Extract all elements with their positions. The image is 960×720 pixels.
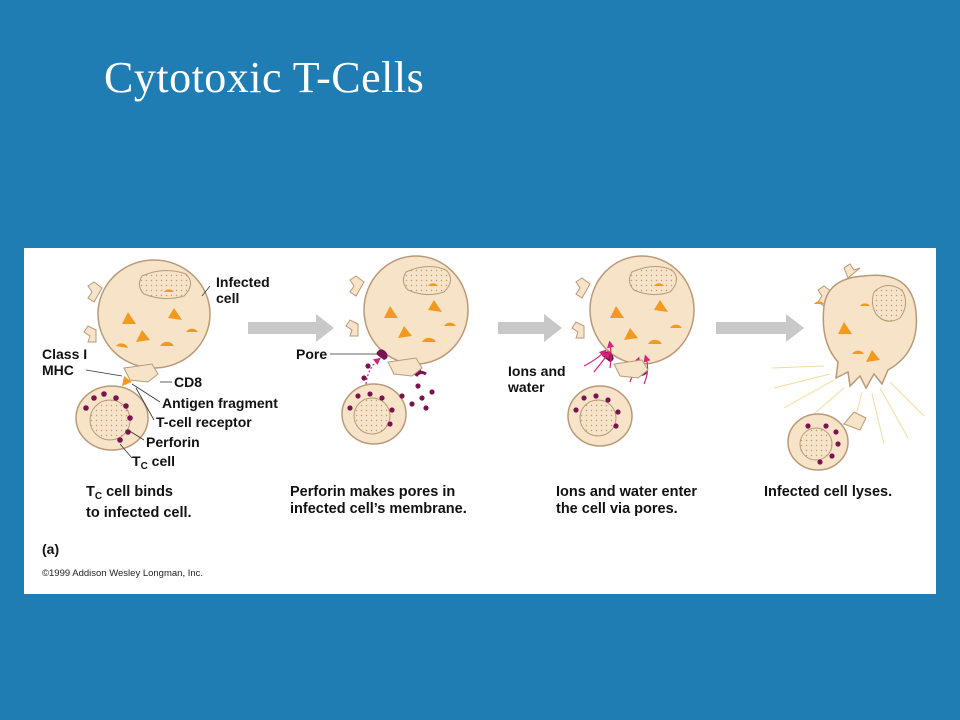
copyright-credit: ©1999 Addison Wesley Longman, Inc. [42, 568, 204, 579]
tc-cell-3 [567, 359, 649, 447]
label-antigen-fragment: Antigen fragment [162, 395, 278, 411]
caption-step-4: Infected cell lyses. [764, 484, 893, 500]
label-infected-cell: Infected cell [216, 274, 270, 306]
slide-title: Cytotoxic T-Cells [104, 53, 425, 102]
step-arrow-1 [248, 314, 334, 342]
label-ions-and-water: Ions and water [508, 363, 566, 395]
label-pore: Pore [296, 346, 328, 362]
caption-step-1: TC cell binds to infected cell. [86, 484, 192, 521]
caption-step-2: Perforin makes pores in infected cell’s … [290, 484, 467, 517]
leader-lines-1 [85, 285, 211, 459]
panel-letter: (a) [42, 541, 60, 557]
infected-cell-2 [345, 255, 469, 377]
label-cd8: CD8 [174, 374, 203, 390]
figure-illustration [75, 255, 925, 471]
tc-cell-2 [341, 357, 435, 445]
label-class-i-mhc: Class I MHC [42, 346, 88, 378]
label-t-cell-receptor: T-cell receptor [156, 414, 252, 430]
label-tc-cell: TC cell [132, 453, 176, 472]
tc-cell-1 [75, 363, 159, 451]
step-arrow-2 [498, 314, 562, 342]
step-arrow-3 [716, 314, 804, 342]
infected-cell-3 [571, 255, 695, 385]
tc-cell-4 [787, 411, 867, 471]
infected-cell-1 [83, 259, 211, 369]
caption-step-3: Ions and water enter the cell via pores. [556, 484, 698, 517]
label-perforin: Perforin [146, 434, 200, 450]
lysing-cell [771, 263, 925, 445]
figure-panel: Infected cell Class I MHC CD8 Antigen fr… [24, 248, 936, 594]
